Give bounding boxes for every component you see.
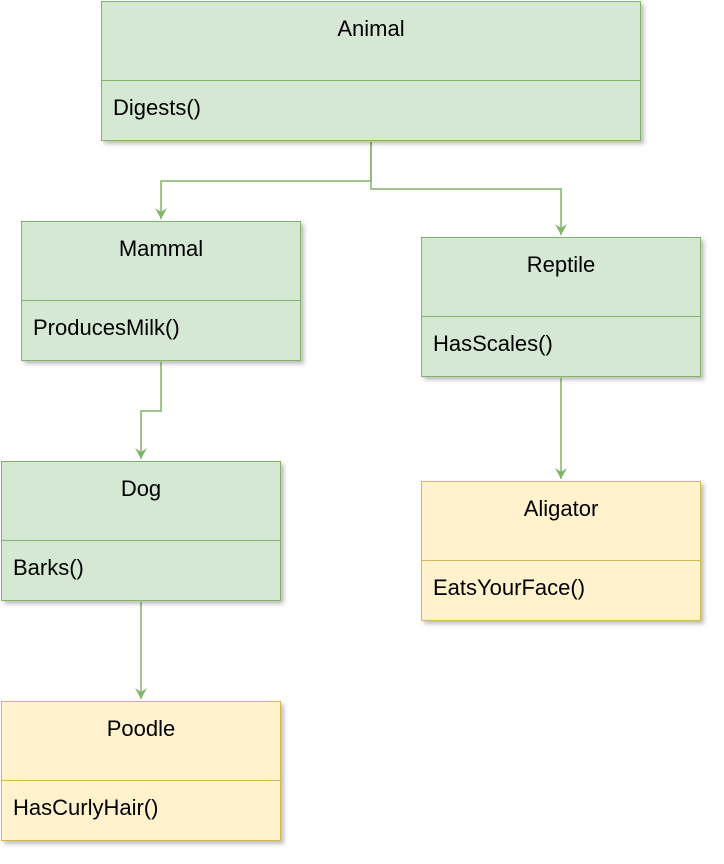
class-reptile[interactable]: Reptile HasScales() [421,237,701,377]
class-poodle-method: HasCurlyHair() [13,795,159,820]
class-poodle-name: Poodle [2,702,280,781]
class-animal-name: Animal [102,2,640,81]
class-mammal-method: ProducesMilk() [33,315,180,340]
edge-animal-to-mammal [155,142,372,219]
edge-mammal-to-dog [135,362,162,459]
class-dog-method: Barks() [13,555,84,580]
class-mammal[interactable]: Mammal ProducesMilk() [21,221,301,361]
edge-animal-to-reptile [370,142,567,235]
class-aligator-name: Aligator [422,482,700,561]
class-animal[interactable]: Animal Digests() [101,1,641,141]
class-poodle[interactable]: Poodle HasCurlyHair() [1,701,281,841]
class-reptile-method: HasScales() [433,331,553,356]
class-mammal-name: Mammal [22,222,300,301]
class-dog-name: Dog [2,462,280,541]
class-reptile-name: Reptile [422,238,700,317]
class-animal-method: Digests() [113,95,202,120]
class-aligator-method: EatsYourFace() [433,575,586,600]
class-aligator[interactable]: Aligator EatsYourFace() [421,481,701,621]
class-dog[interactable]: Dog Barks() [1,461,281,601]
